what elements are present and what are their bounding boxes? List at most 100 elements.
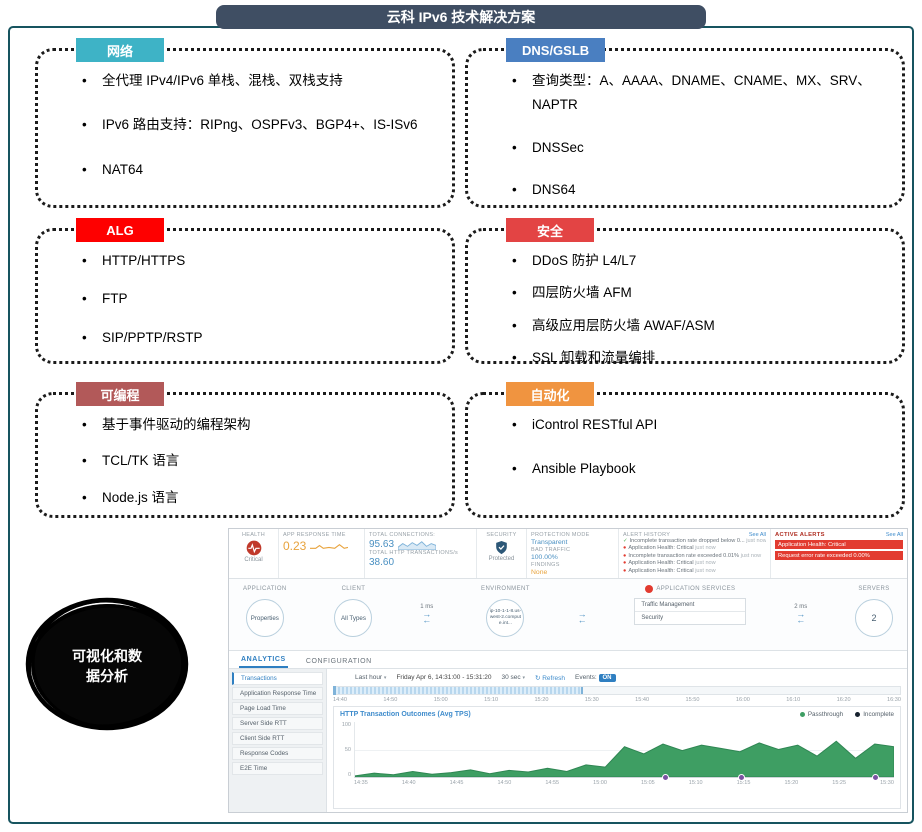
servers-column: SERVERS 2 — [855, 584, 893, 650]
active-alert: Request error rate exceeded 0.00% — [775, 551, 903, 560]
legend-dot-icon — [855, 712, 861, 717]
legend-incomplete[interactable]: Incomplete — [855, 711, 894, 718]
shield-icon — [496, 540, 507, 555]
latency-value: 1 ms — [420, 604, 434, 610]
event-marker-icon[interactable] — [737, 774, 745, 781]
security-status: Protected — [488, 556, 515, 562]
latency-client-env: 1 ms →← — [420, 604, 433, 650]
slider-handle[interactable] — [333, 686, 336, 695]
callout-line2: 据分析 — [86, 668, 128, 684]
sidebar-item-e2e-time[interactable]: E2E Time — [232, 762, 323, 775]
sparkline-icon — [398, 541, 437, 550]
feature-list-dns: 查询类型：A、AAAA、DNAME、CNAME、MX、SRV、NAPTR DNS… — [510, 69, 902, 202]
alert-history-item: ●Application Health: Critical just now — [623, 567, 716, 574]
bidirectional-arrow-icon: →← — [422, 609, 432, 625]
legend-passthrough[interactable]: Passthrough — [799, 711, 843, 718]
alert-dot-icon: ● — [623, 552, 627, 559]
list-item: iControl RESTful API — [510, 413, 882, 438]
sidebar-item-transactions[interactable]: Transactions — [232, 672, 323, 685]
feature-box-dns-gslb: DNS/GSLB 查询类型：A、AAAA、DNAME、CNAME、MX、SRV、… — [465, 38, 905, 208]
protection-mode-value: Transparent — [531, 539, 568, 546]
tab-analytics[interactable]: ANALYTICS — [239, 656, 288, 668]
slider-track[interactable] — [333, 686, 901, 695]
alert-history-item: ●Application Health: Critical just now — [623, 545, 716, 552]
list-item: DDoS 防护 L4/L7 — [510, 249, 882, 274]
client-node[interactable]: All Types — [334, 599, 373, 637]
tps-chart-panel: HTTP Transaction Outcomes (Avg TPS) Pass… — [333, 706, 901, 809]
list-item: DNS64 — [510, 178, 882, 203]
tps-plot-area[interactable] — [354, 722, 894, 781]
list-item: SIP/PPTP/RSTP — [80, 326, 452, 351]
range-select[interactable]: Last hour ▾ — [355, 674, 387, 681]
dashboard-main: Transactions Application Response Time P… — [229, 669, 907, 812]
total-connections-label: TOTAL CONNECTIONS: — [369, 532, 436, 538]
analytics-dashboard: HEALTH Critical APP RESPONSE TIME 0.23 T… — [228, 528, 908, 813]
service-row-traffic-management[interactable]: Traffic Management — [635, 599, 746, 612]
list-item: FTP — [80, 287, 452, 312]
sidebar-item-page-load-time[interactable]: Page Load Time — [232, 702, 323, 715]
alert-history-section: ALERT HISTORY See All ✓Incomplete transa… — [619, 529, 771, 578]
y-axis-labels: 100 50 0 — [341, 722, 351, 778]
sidebar-item-client-side-rtt[interactable]: Client Side RTT — [232, 732, 323, 745]
active-alert: Application Health: Critical — [775, 540, 903, 549]
events-control: Events: ON — [575, 674, 616, 682]
dashboard-tabs: ANALYTICS CONFIGURATION — [229, 651, 907, 669]
feature-list-programmable: 基于事件驱动的编程架构 TCL/TK 语言 Node.js 语言 — [80, 413, 452, 510]
alert-history-item: ✓Incomplete transaction rate dropped bel… — [623, 538, 766, 544]
sidebar-item-response-codes[interactable]: Response Codes — [232, 747, 323, 760]
health-status: Critical — [244, 557, 263, 563]
alert-dot-icon: ● — [623, 545, 627, 552]
f5-services-icon — [645, 585, 654, 593]
security-section: SECURITY Protected — [477, 529, 527, 578]
alert-dot-icon: ● — [623, 567, 627, 574]
alert-history-item: ●Application Health: Critical just now — [623, 560, 716, 567]
feature-list-security: DDoS 防护 L4/L7 四层防火墙 AFM 高级应用层防火墙 AWAF/AS… — [510, 249, 902, 370]
event-marker-icon[interactable] — [872, 774, 880, 781]
see-all-link[interactable]: See All — [748, 532, 766, 538]
list-item: TCL/TK 语言 — [80, 449, 452, 474]
feature-list-alg: HTTP/HTTPS FTP SIP/PPTP/RSTP — [80, 249, 452, 350]
service-row-security[interactable]: Security — [641, 615, 664, 621]
application-header: APPLICATION — [243, 586, 287, 592]
protection-section: PROTECTION MODE Transparent BAD TRAFFIC … — [527, 529, 619, 578]
bad-traffic-label: BAD TRAFFIC — [531, 547, 571, 553]
latency-value: 2 ms — [794, 604, 808, 610]
interval-select[interactable]: 30 sec ▾ — [501, 674, 525, 681]
tab-configuration[interactable]: CONFIGURATION — [305, 658, 372, 665]
refresh-button[interactable]: ↻ Refresh — [534, 674, 565, 682]
refresh-icon: ↻ — [534, 674, 541, 682]
health-section: HEALTH Critical — [229, 529, 279, 578]
environment-node[interactable]: ip-10-1-1-8.us-west-2.compute.int... — [486, 599, 525, 637]
list-item: 全代理 IPv4/IPv6 单栈、混栈、双栈支持 — [80, 69, 452, 94]
bidirectional-arrow-icon: →← — [577, 609, 587, 625]
active-alerts-label: ACTIVE ALERTS — [775, 532, 825, 538]
sidebar-item-server-side-rtt[interactable]: Server Side RTT — [232, 717, 323, 730]
list-item: Ansible Playbook — [510, 457, 882, 482]
events-toggle[interactable]: ON — [598, 674, 616, 682]
date-range[interactable]: Friday Apr 6, 14:31:00 - 15:31:20 — [396, 674, 492, 681]
application-services-column: APPLICATION SERVICES Traffic Management … — [634, 584, 747, 650]
client-column: CLIENT All Types — [334, 584, 373, 650]
total-http-label: TOTAL HTTP TRANSACTIONS/s — [369, 550, 459, 556]
feature-box-security: 安全 DDoS 防护 L4/L7 四层防火墙 AFM 高级应用层防火墙 AWAF… — [465, 218, 905, 370]
chevron-down-icon: ▾ — [383, 675, 387, 681]
event-marker-icon[interactable] — [662, 774, 670, 781]
servers-node[interactable]: 2 — [855, 599, 893, 637]
application-node[interactable]: Properties — [245, 599, 284, 637]
callout-line1: 可视化和数 — [72, 648, 143, 664]
feature-box-programmable-tag: 可编程 — [76, 382, 164, 406]
list-item: Node.js 语言 — [80, 486, 452, 511]
protection-mode-label: PROTECTION MODE — [531, 532, 590, 538]
chart-toolbar: Last hour ▾ Friday Apr 6, 14:31:00 - 15:… — [355, 671, 901, 684]
see-all-link[interactable]: See All — [885, 532, 903, 538]
health-label: HEALTH — [241, 532, 266, 538]
list-item: IPv6 路由支持：RIPng、OSPFv3、BGP4+、IS-ISv6 — [80, 113, 452, 138]
slider-selected-range[interactable] — [333, 686, 584, 695]
feature-box-network-tag: 网络 — [76, 38, 164, 62]
sidebar-item-app-response-time[interactable]: Application Response Time — [232, 687, 323, 700]
services-panel: Traffic Management Security — [634, 598, 747, 625]
feature-box-alg: ALG HTTP/HTTPS FTP SIP/PPTP/RSTP — [35, 218, 455, 364]
sparkline-icon — [310, 543, 349, 549]
